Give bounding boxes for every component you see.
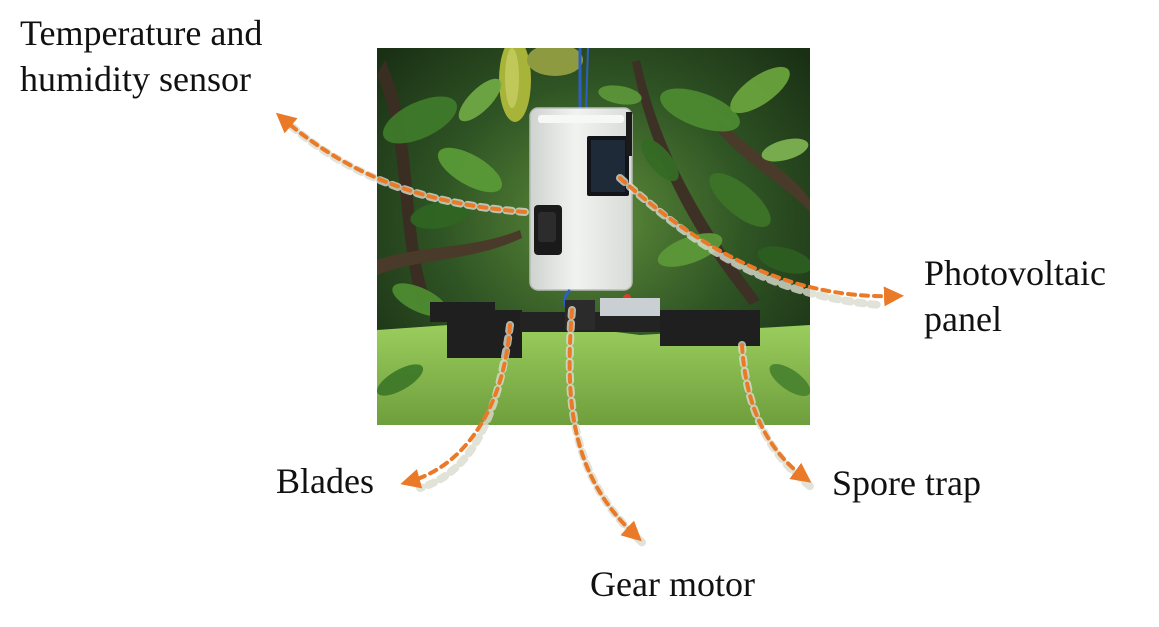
photovoltaic-panel-arrow-shadow xyxy=(616,174,884,309)
photovoltaic-panel-arrow xyxy=(618,176,904,307)
temperature-humidity-sensor-label: Temperature and humidity sensor xyxy=(20,10,262,102)
spore-trap-label: Spore trap xyxy=(832,463,981,503)
gear-motor-arrow xyxy=(567,308,642,542)
blades-label: Blades xyxy=(276,461,374,501)
temperature-humidity-sensor-label-line2: humidity sensor xyxy=(20,59,251,99)
device-photo xyxy=(377,48,810,425)
photovoltaic-panel-label: Photovoltaic panel xyxy=(924,250,1106,342)
gear-motor-label: Gear motor xyxy=(590,564,755,604)
blades-arrow xyxy=(400,323,512,489)
callout-arrows xyxy=(275,112,904,549)
spore-trap-arrow xyxy=(740,343,812,483)
temperature-sensor-arrow xyxy=(275,112,527,214)
temperature-humidity-sensor-label-line1: Temperature and xyxy=(20,13,263,53)
photovoltaic-panel-label-line2: panel xyxy=(924,299,1002,339)
photovoltaic-panel-label-line1: Photovoltaic xyxy=(924,253,1106,293)
